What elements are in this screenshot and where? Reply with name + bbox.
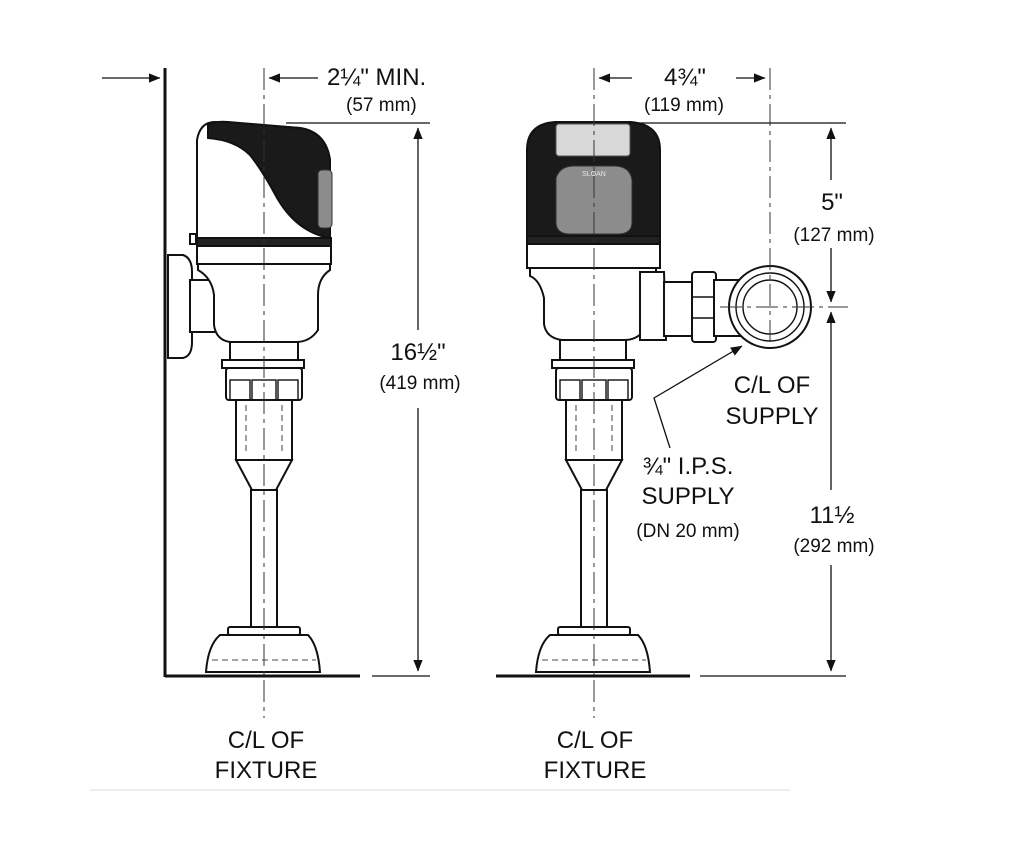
wall-clearance-label: 2¼" MIN.: [327, 64, 426, 91]
supply-size-label-1: ¾" I.P.S.: [643, 453, 734, 480]
centerline-fixture-left-label-2: FIXTURE: [215, 757, 318, 784]
overall-height-label: 16½": [390, 339, 445, 366]
wall-flange: [167, 254, 217, 359]
wall-clearance-metric: (57 mm): [346, 95, 417, 116]
centerline-fixture-left-label-1: C/L OF: [228, 727, 304, 754]
supply-size-leader: [653, 345, 743, 449]
supply-offset-metric: (119 mm): [644, 95, 724, 116]
overall-height-metric: (419 mm): [379, 373, 460, 394]
supply-offset-label: 4¾": [664, 64, 706, 91]
spud-base-front: [534, 626, 652, 673]
centerline-supply-label-2: SUPPLY: [726, 403, 819, 430]
top-to-supply-metric: (127 mm): [793, 225, 874, 246]
side-view: [102, 68, 430, 718]
valve-body-front: [529, 267, 657, 369]
supply-size-label-2: SUPPLY: [642, 483, 735, 510]
centerline-fixture-right-label-2: FIXTURE: [544, 757, 647, 784]
centerline-supply-label-1: C/L OF: [734, 372, 810, 399]
supply-height-metric: (292 mm): [793, 536, 874, 557]
centerline-fixture-right-label-1: C/L OF: [557, 727, 633, 754]
top-to-supply-label: 5": [821, 189, 843, 216]
supply-height-label: 11½: [810, 502, 855, 529]
brand-logo: SLOAN: [582, 171, 606, 178]
supply-size-metric: (DN 20 mm): [636, 521, 739, 542]
front-view: SLOAN: [496, 68, 848, 718]
spud-base-side: [204, 626, 322, 673]
